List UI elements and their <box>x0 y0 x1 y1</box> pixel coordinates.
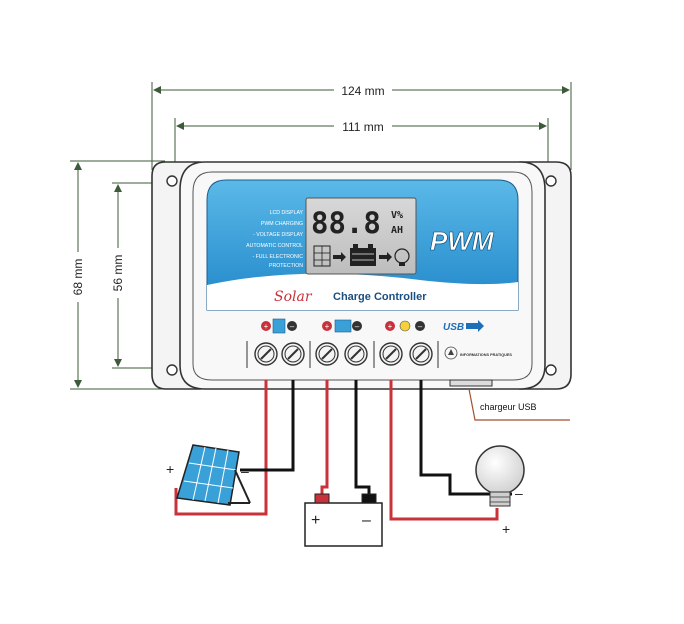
panel-plus-sign: + <box>166 461 174 477</box>
lcd-arrow-icon-2 <box>379 252 392 262</box>
controller-body: LCD DISPLAY PWM CHARGING - VOLTAGE DISPL… <box>151 161 572 390</box>
svg-text:–: – <box>418 322 423 331</box>
usb-label-line <box>468 388 570 421</box>
title-script: Solar <box>274 289 313 305</box>
lcd-digits: 88.8 <box>311 206 381 240</box>
inner-height-label: 56 mm <box>111 255 125 292</box>
battery-negative-post <box>361 493 377 504</box>
battery-positive-post <box>314 493 330 504</box>
load-mini-icon <box>399 320 411 332</box>
svg-text:+: + <box>325 322 330 331</box>
load-negative-wire <box>419 380 512 496</box>
panel-plus-indicator <box>261 321 271 331</box>
feature-3: - VOLTAGE DISPLAY <box>253 232 303 238</box>
brand-logo: INFORMATIONS PRATIQUES <box>444 346 512 360</box>
outer-height-label: 68 mm <box>71 259 85 296</box>
load-positive-wire <box>389 380 499 521</box>
svg-text:+: + <box>388 322 393 331</box>
lamp <box>475 445 525 507</box>
feature-5: - FULL ELECTRONIC <box>252 254 303 260</box>
lamp-minus-sign: – <box>515 485 523 501</box>
lcd-panel-icon <box>313 245 331 267</box>
panel-negative-wire <box>240 380 295 472</box>
mounting-hole-bottom-left <box>166 364 178 376</box>
mounting-hole-bottom-right <box>545 364 557 376</box>
lcd-units-bottom: AH <box>391 225 403 236</box>
battery-minus-indicator <box>352 321 362 331</box>
indicator-row: + – + – + – USB <box>261 318 484 334</box>
lcd-bulb-icon <box>394 248 410 266</box>
feature-1: LCD DISPLAY <box>270 210 304 216</box>
panel-minus-sign: – <box>241 463 249 479</box>
svg-text:+: + <box>264 322 269 331</box>
usb-charger-label: chargeur USB <box>480 402 537 412</box>
feature-2: PWM CHARGING <box>261 221 303 227</box>
battery-plus-sign: + <box>311 512 320 529</box>
usb-port <box>449 379 493 387</box>
terminal-panel-minus <box>281 342 305 366</box>
battery-positive-wire <box>320 380 329 497</box>
svg-text:–: – <box>355 322 360 331</box>
feature-list: LCD DISPLAY PWM CHARGING - VOLTAGE DISPL… <box>246 210 303 269</box>
feature-4: AUTOMATIC CONTROL <box>246 243 303 249</box>
terminal-panel-plus <box>254 342 278 366</box>
battery <box>304 493 383 547</box>
panel-minus-indicator <box>287 321 297 331</box>
terminal-load-plus <box>379 342 403 366</box>
mounting-hole-top-right <box>545 175 557 187</box>
terminal-screws <box>254 342 433 366</box>
terminal-battery-minus <box>344 342 368 366</box>
panel-mini-icon <box>272 318 286 334</box>
battery-plus-indicator <box>322 321 332 331</box>
battery-negative-wire <box>354 380 371 497</box>
inner-width-label: 111 mm <box>342 120 384 134</box>
usb-arrow-icon <box>466 320 484 332</box>
feature-6: PROTECTION <box>269 263 303 269</box>
terminal-battery-plus <box>315 342 339 366</box>
pwm-brand: PWM <box>430 226 495 256</box>
lcd-arrow-icon-1 <box>333 252 346 262</box>
panel-positive-wire <box>174 380 268 516</box>
mounting-hole-top-left <box>166 175 178 187</box>
load-plus-indicator <box>385 321 395 331</box>
wires <box>174 380 512 521</box>
logo-text: INFORMATIONS PRATIQUES <box>460 353 512 357</box>
lcd-units-top: V% <box>391 210 403 221</box>
battery-mini-icon <box>334 319 352 333</box>
solar-panel <box>176 444 251 506</box>
load-minus-indicator <box>415 321 425 331</box>
usb-badge: USB <box>443 322 464 333</box>
terminal-load-minus <box>409 342 433 366</box>
lamp-plus-sign: + <box>502 521 510 537</box>
title-text: Charge Controller <box>333 291 427 303</box>
battery-minus-sign: – <box>362 512 371 529</box>
outer-width-label: 124 mm <box>341 84 384 98</box>
lcd-battery-icon <box>350 244 376 266</box>
svg-text:–: – <box>290 322 295 331</box>
